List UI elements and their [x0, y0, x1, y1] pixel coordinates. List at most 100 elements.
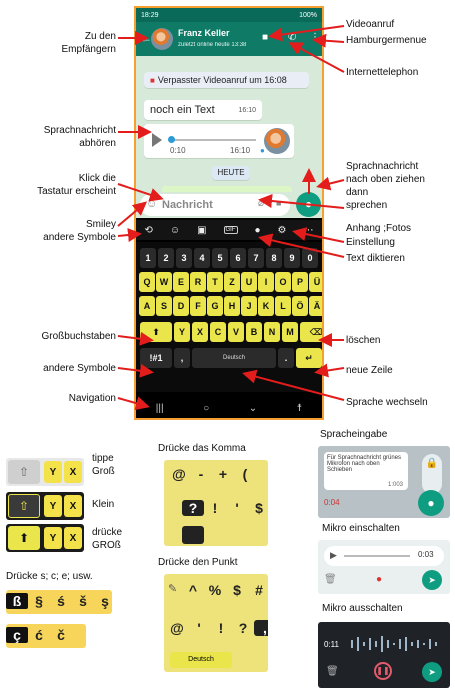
- key[interactable]: 6: [230, 248, 246, 268]
- voice-time: 16:10: [230, 146, 251, 155]
- key[interactable]: F: [190, 296, 206, 316]
- key[interactable]: V: [228, 322, 244, 342]
- key[interactable]: I: [258, 272, 274, 292]
- key[interactable]: 9: [284, 248, 300, 268]
- emoji-keyboard-icon[interactable]: ☺: [169, 224, 181, 236]
- key[interactable]: S: [156, 296, 172, 316]
- camera-icon[interactable]: ■: [276, 198, 282, 208]
- keyboard-row-numbers: 1 2 3 4 5 6 7 8 9 0: [140, 248, 318, 268]
- key[interactable]: Ä: [309, 296, 322, 316]
- comma-key[interactable]: ,: [174, 348, 190, 368]
- s-variant: ś: [57, 593, 65, 609]
- label-klein: Klein: [92, 499, 115, 510]
- message-input[interactable]: [162, 197, 242, 213]
- example-shift-tap: ⇧ Y X: [6, 458, 84, 486]
- space-key[interactable]: Deutsch: [192, 348, 276, 368]
- period-key[interactable]: .: [278, 348, 294, 368]
- key[interactable]: P: [292, 272, 308, 292]
- key[interactable]: K: [258, 296, 274, 316]
- phone-call-icon[interactable]: ✆: [288, 32, 297, 43]
- key[interactable]: B: [246, 322, 262, 342]
- key[interactable]: Ü: [309, 272, 322, 292]
- key[interactable]: A: [139, 296, 155, 316]
- comma-symbol: @: [172, 466, 186, 482]
- key-y: Y: [44, 527, 62, 549]
- voice-record-button[interactable]: ●: [296, 192, 321, 217]
- key[interactable]: C: [210, 322, 226, 342]
- key[interactable]: W: [156, 272, 172, 292]
- accessibility-icon[interactable]: ☨: [296, 402, 303, 414]
- example-mic-on: ▶ 0:03 🗑 ● ➤: [318, 540, 450, 594]
- attachment-icon[interactable]: ⌀: [258, 198, 265, 209]
- symbols-key[interactable]: !#1: [140, 348, 172, 368]
- status-battery: 100%: [299, 11, 317, 19]
- key[interactable]: 5: [212, 248, 228, 268]
- period-space-key: Deutsch: [170, 652, 232, 668]
- key[interactable]: N: [264, 322, 280, 342]
- key[interactable]: D: [173, 296, 189, 316]
- key[interactable]: 4: [194, 248, 210, 268]
- key[interactable]: H: [224, 296, 240, 316]
- shift-caps-icon: ⬆: [8, 526, 40, 550]
- key[interactable]: X: [192, 322, 208, 342]
- voice-input-counter: 0:04: [324, 498, 340, 507]
- key[interactable]: 7: [248, 248, 264, 268]
- sticker-icon[interactable]: ▣: [197, 224, 207, 236]
- period-symbol: !: [218, 620, 224, 636]
- example-c-variants: ç ć č: [6, 624, 86, 648]
- key[interactable]: R: [190, 272, 206, 292]
- key[interactable]: J: [241, 296, 257, 316]
- key[interactable]: O: [275, 272, 291, 292]
- key[interactable]: L: [275, 296, 291, 316]
- c-variant: ç: [6, 627, 28, 643]
- voice-progress-handle[interactable]: [168, 136, 175, 143]
- key[interactable]: Y: [174, 322, 190, 342]
- key[interactable]: G: [207, 296, 223, 316]
- example-period-popup: ✎ ^ % $ # @ ' ! ? , Deutsch: [164, 574, 268, 672]
- key[interactable]: U: [241, 272, 257, 292]
- key[interactable]: 0: [302, 248, 318, 268]
- keyboard-hide-icon[interactable]: ⌄: [248, 402, 258, 414]
- voice-progress-track[interactable]: [170, 139, 256, 141]
- key[interactable]: 3: [176, 248, 192, 268]
- period-symbol: ?: [238, 620, 248, 636]
- dictation-mic-icon[interactable]: ●: [254, 224, 261, 236]
- mic-off-send-icon: ➤: [422, 662, 442, 682]
- label-druecke-punkt: Drücke den Punkt: [158, 557, 238, 568]
- chat-area: ■Verpasster Videoanruf um 16:08 noch ein…: [136, 56, 322, 192]
- video-call-icon[interactable]: ■: [262, 32, 269, 43]
- key-y: Y: [44, 461, 62, 483]
- emoji-icon[interactable]: ☺: [146, 198, 158, 210]
- home-icon[interactable]: ○: [203, 402, 210, 414]
- recent-apps-icon[interactable]: |||: [155, 402, 164, 414]
- mic-on-mic-icon: ●: [376, 574, 383, 585]
- contact-avatar[interactable]: [151, 28, 173, 50]
- more-options-icon[interactable]: ⋯: [303, 224, 314, 236]
- key[interactable]: Z: [224, 272, 240, 292]
- mic-off-waveform: [351, 636, 437, 652]
- gif-icon[interactable]: GIF: [223, 226, 238, 234]
- menu-dots-icon[interactable]: ⋮: [310, 32, 320, 43]
- backspace-key[interactable]: ⌫: [300, 322, 322, 342]
- contact-status: zuletzt online heute 13:38: [178, 42, 247, 48]
- period-symbol: %: [208, 582, 222, 598]
- label-dictate: Text diktieren: [346, 253, 405, 264]
- enter-key[interactable]: ↵: [296, 348, 322, 368]
- s-variant: §: [35, 593, 43, 609]
- voice-sender-avatar: [264, 128, 290, 154]
- shift-key[interactable]: ⬆: [140, 322, 172, 342]
- key[interactable]: Q: [139, 272, 155, 292]
- navigation-bar: ||| ○ ⌄ ☨: [136, 396, 322, 418]
- clipboard-icon[interactable]: ⟲: [144, 224, 153, 236]
- key[interactable]: E: [173, 272, 189, 292]
- play-icon[interactable]: [152, 133, 162, 147]
- key[interactable]: M: [282, 322, 298, 342]
- key[interactable]: T: [207, 272, 223, 292]
- key[interactable]: Ö: [292, 296, 308, 316]
- settings-gear-icon[interactable]: ⚙: [277, 224, 287, 236]
- key[interactable]: 1: [140, 248, 156, 268]
- contact-name[interactable]: Franz Keller: [178, 28, 230, 38]
- key[interactable]: 2: [158, 248, 174, 268]
- key[interactable]: 8: [266, 248, 282, 268]
- mic-on-player: ▶ 0:03: [324, 546, 444, 566]
